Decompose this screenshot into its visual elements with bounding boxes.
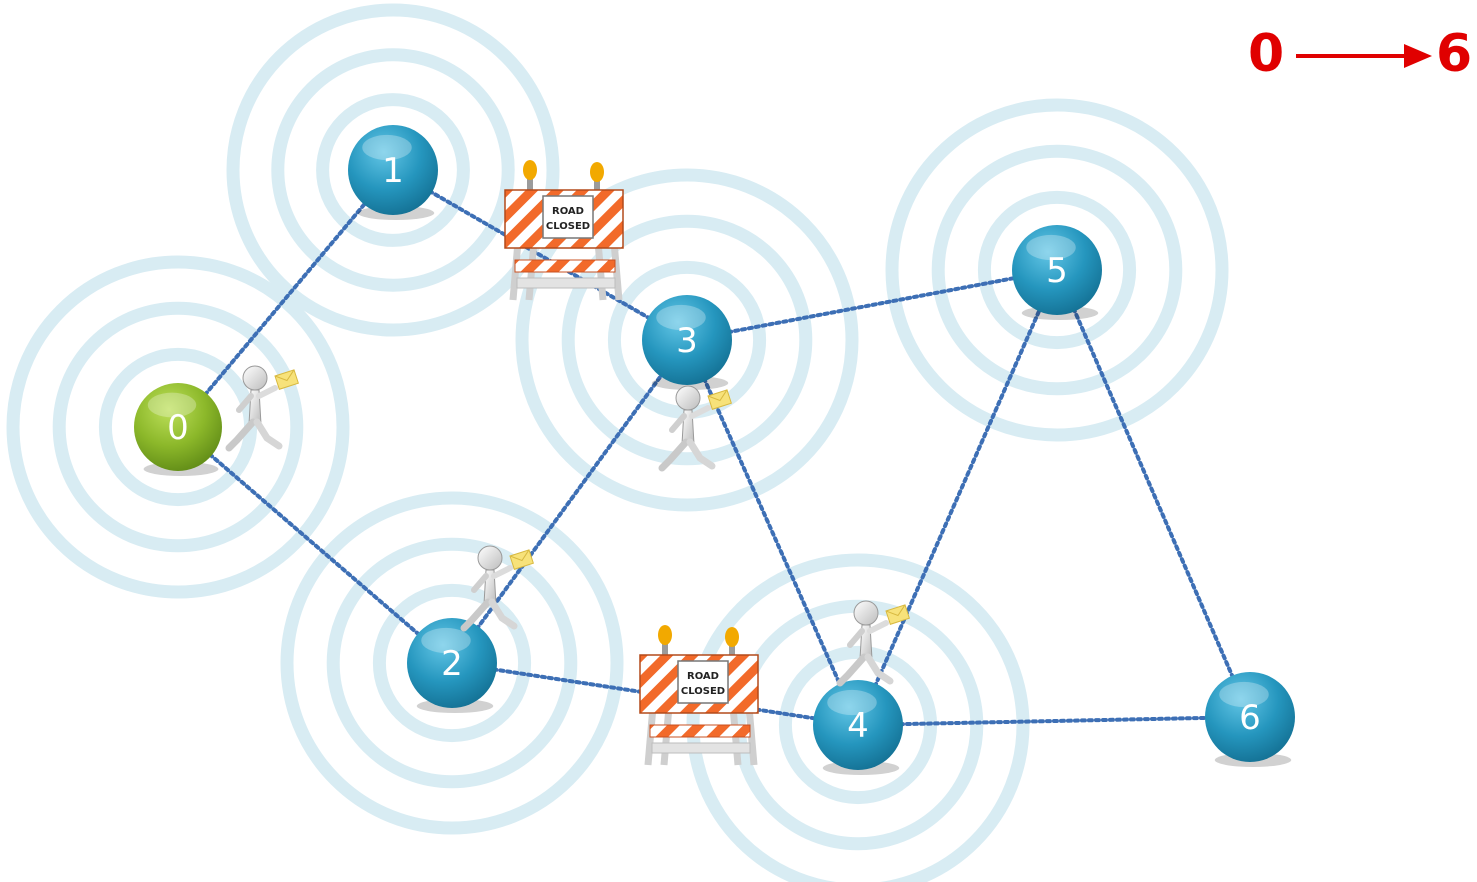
runner-figure-near-4 [836,600,910,687]
node-circles: 0 1 2 3 4 5 6 [134,125,1295,775]
edge-5-6 [1055,268,1252,719]
runner-figure-near-0 [225,365,299,452]
route-to: 6 [1436,24,1473,84]
node-1: 1 [348,125,438,220]
node-4: 4 [813,680,903,775]
node-label: 3 [676,321,698,361]
signal-rings-node-2 [280,491,624,835]
barricades: ROAD CLOSED ROAD CLOSED [504,160,759,766]
node-label: 6 [1239,698,1261,738]
arrow-right-icon [1296,44,1432,68]
lamp-icon [523,160,537,180]
node-label: 2 [441,644,463,684]
edge-4-5 [856,268,1059,727]
road-closed-barricade-1-3: ROAD CLOSED [504,160,624,301]
road-closed-sign-text: CLOSED [546,221,590,232]
route-from: 0 [1248,24,1285,84]
node-3: 3 [642,295,732,390]
edge-1-3 [391,168,689,342]
edge-2-3 [450,338,689,665]
runner-figure-near-3 [658,385,732,472]
road-closed-sign [542,195,594,239]
node-label: 5 [1046,251,1068,291]
node-2: 2 [407,618,497,713]
node-label: 4 [847,706,869,746]
signal-rings [6,3,1229,882]
edge-0-1 [176,168,395,429]
runner-figures [225,365,910,687]
node-5: 5 [1012,225,1102,320]
edge-lines [176,168,1252,727]
edge-0-2 [176,425,454,665]
envelope-icon [707,389,732,410]
signal-rings-node-3 [515,168,859,512]
signal-rings-node-1 [226,3,560,337]
lamp-icon [725,627,739,647]
signal-rings-node-5 [885,98,1229,442]
envelope-icon [509,549,534,570]
road-closed-sign [677,660,729,704]
lamp-icon [590,162,604,182]
road-closed-sign-text: ROAD [687,671,719,682]
node-0: 0 [134,383,222,476]
road-closed-sign-text: CLOSED [681,686,725,697]
edge-3-5 [685,268,1059,342]
runner-figure-near-2 [460,545,534,632]
road-closed-sign-text: ROAD [552,206,584,217]
route-title: 0 6 [1248,22,1473,92]
envelope-icon [274,369,299,390]
node-label: 0 [167,408,189,448]
node-6: 6 [1205,672,1295,767]
lamp-icon [658,625,672,645]
road-closed-barricade-2-4: ROAD CLOSED [639,625,759,766]
node-label: 1 [382,151,404,191]
edge-4-6 [856,715,1252,727]
envelope-icon [885,604,910,625]
